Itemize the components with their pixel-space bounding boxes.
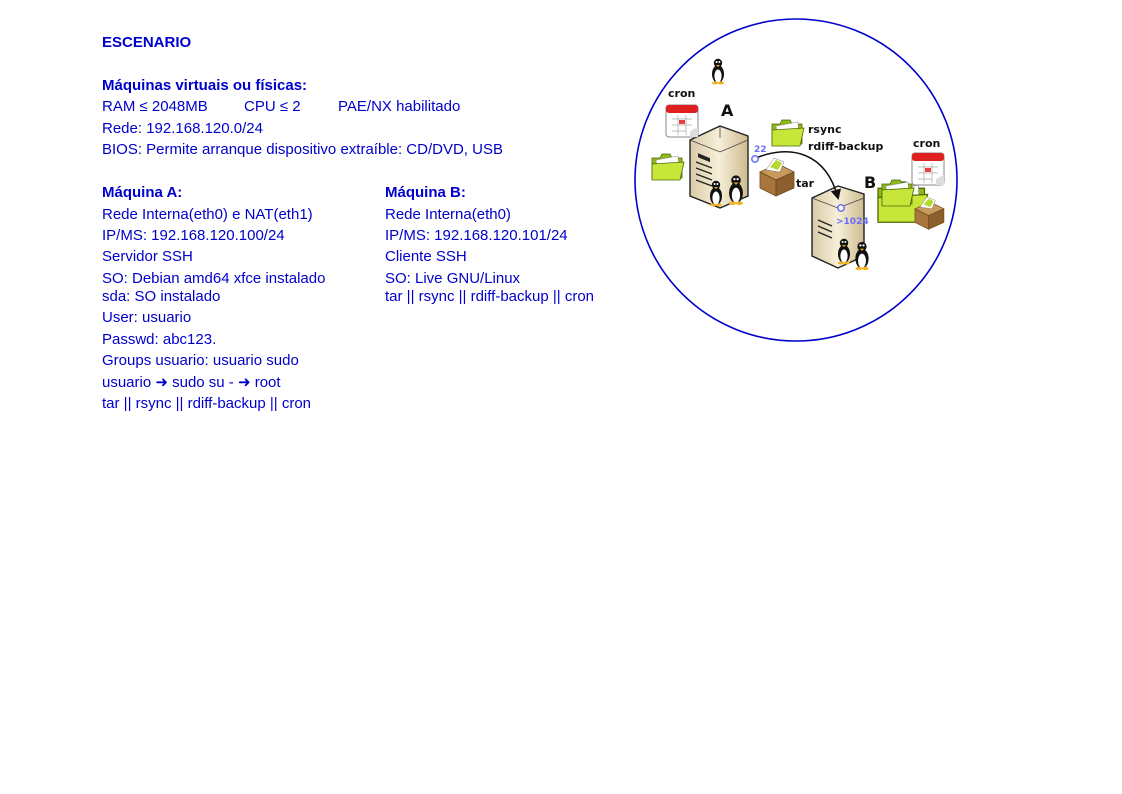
machine-b-line: Rede Interna(eth0) <box>385 206 511 223</box>
machine-a-line: SO: Debian amd64 xfce instalado <box>102 270 326 287</box>
machine-a-line: Rede Interna(eth0) e NAT(eth1) <box>102 206 313 223</box>
calendar-icon <box>665 104 699 138</box>
machine-a-line: usuario ➜ sudo su - ➜ root <box>102 374 281 391</box>
tar-label: tar <box>796 177 815 190</box>
port-b-marker <box>837 204 845 212</box>
machine-b-line: IP/MS: 192.168.120.101/24 <box>385 227 568 244</box>
spec-ram: RAM ≤ 2048MB <box>102 98 208 115</box>
machine-a-line: IP/MS: 192.168.120.100/24 <box>102 227 285 244</box>
calendar-icon <box>911 152 945 186</box>
transfer-arrow <box>755 151 841 201</box>
folder-icon <box>771 119 805 147</box>
spec-cpu: CPU ≤ 2 <box>244 98 301 115</box>
machine-b-title: Máquina B: <box>385 184 466 201</box>
machine-b-line: SO: Live GNU/Linux <box>385 270 521 287</box>
rsync-label: rsync <box>808 123 842 136</box>
folder-icon <box>881 179 915 207</box>
cron-label-b: cron <box>913 137 940 150</box>
machine-a-line: sda: SO instalado <box>102 288 221 305</box>
machine-a-title: Máquina A: <box>102 184 183 201</box>
machine-a-line: tar || rsync || rdiff-backup || cron <box>102 395 312 412</box>
machines-title: Máquinas virtuais ou físicas: <box>102 77 308 94</box>
port-a-marker <box>751 155 759 163</box>
bios-line: BIOS: Permite arranque dispositivo extra… <box>102 141 503 158</box>
network-line: Rede: 192.168.120.0/24 <box>102 120 263 137</box>
machine-a-line: Passwd: abc123. <box>102 331 217 348</box>
label-a: A <box>721 101 734 120</box>
machine-a-line: User: usuario <box>102 309 192 326</box>
rdiff-backup-label: rdiff-backup <box>808 140 884 153</box>
scenario-heading: ESCENARIO <box>102 34 192 51</box>
port-a-label: 22 <box>754 145 767 155</box>
network-diagram: A B cron cron rsync rdiff-backup tar 22 … <box>634 18 958 342</box>
scope-circle <box>634 18 958 342</box>
archive-box-icon <box>759 157 795 197</box>
machine-a-line: Groups usuario: usuario sudo <box>102 352 299 369</box>
machine-b-line: Cliente SSH <box>385 248 467 265</box>
label-b: B <box>864 173 876 192</box>
cron-label-a: cron <box>668 87 695 100</box>
machine-a-line: Servidor SSH <box>102 248 193 265</box>
server-b-icon <box>811 185 865 269</box>
port-b-label: >1024 <box>836 217 869 227</box>
tux-icon <box>712 58 724 85</box>
folder-icon <box>651 153 685 181</box>
machine-b-line: tar || rsync || rdiff-backup || cron <box>385 288 595 305</box>
spec-pae: PAE/NX habilitado <box>338 98 461 115</box>
